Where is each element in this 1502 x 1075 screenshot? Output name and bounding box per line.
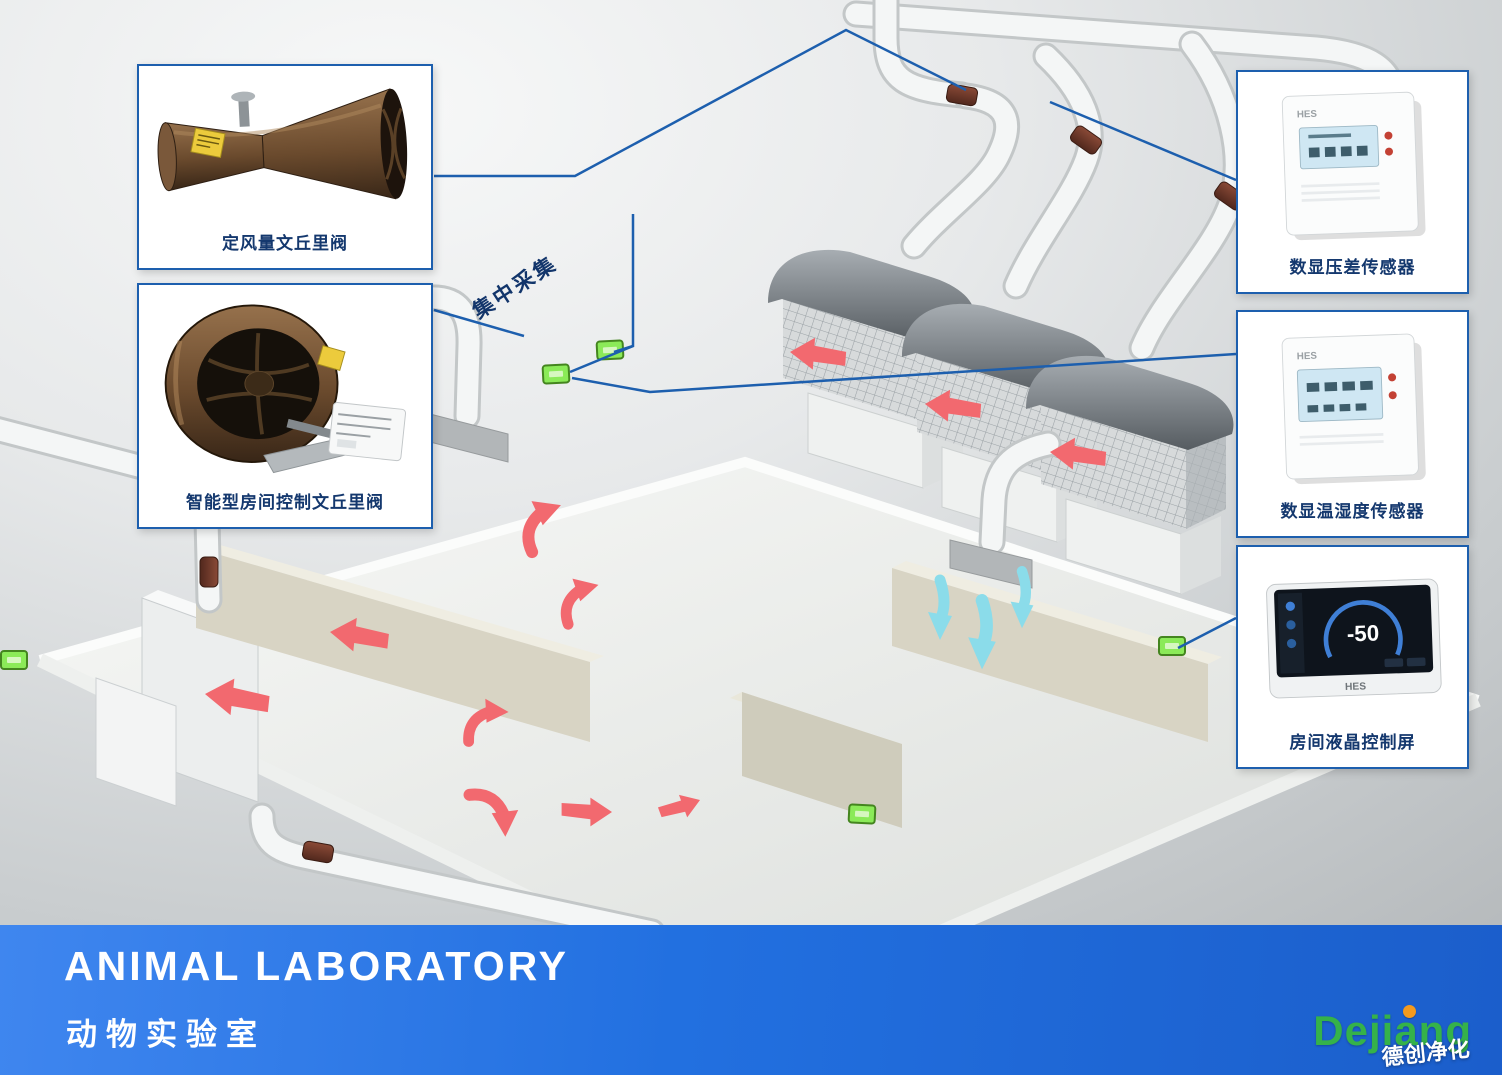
partition-wall-left [196,542,604,742]
callout-lcd-control-panel: -50 HES 房间液晶控制屏 [1236,545,1469,769]
diffuser-plate [949,539,1033,589]
animal-cage [1026,355,1234,595]
callout-label-lcd-panel: 房间液晶控制屏 [1289,733,1416,752]
brand-text: HES [1345,681,1367,693]
brand-logo: Dejiang 德创净化 [1313,1005,1472,1071]
title-banner: ANIMAL LABORATORY 动物实验室 [0,925,1502,1075]
callout-label-cav-valve: 定风量文丘里阀 [222,234,348,253]
pressure-sensor-image: HES [1281,91,1426,241]
temp-humidity-sensor-image: HES [1281,333,1426,485]
valve-controller-box [328,402,407,462]
partition-wall-right [892,561,1222,742]
banner-subtitle: 动物实验室 [66,1017,266,1052]
callout-pressure-sensor: HES 数显压差传感器 [1236,70,1469,294]
valve-label-tag [190,127,226,159]
callout-label-temp-humidity-sensor: 数显温湿度传感器 [1280,502,1425,521]
screen-value: -50 [1346,620,1379,646]
partition-wall-center [730,692,902,828]
brand-text: HES [1297,109,1318,121]
callout-temp-humidity-sensor: HES 数显温湿度传感器 [1236,310,1469,538]
callout-label-smart-valve: 智能型房间控制文丘里阀 [186,493,384,512]
logo-accent-dot-icon [1403,1005,1416,1018]
venturi-valve-image [157,88,408,200]
smart-valve-image [164,304,407,474]
valve-label-tag [317,345,346,371]
logo-brand-word: Dejiang [1313,1007,1472,1054]
callout-smart-venturi-valve: 智能型房间控制文丘里阀 [137,283,433,529]
duct-fittings [199,83,1246,864]
cage-roof [1026,355,1234,450]
lcd-panel-image: -50 HES [1266,578,1442,699]
callout-cav-venturi-valve: 定风量文丘里阀 [137,64,433,270]
callout-label-pressure-sensor: 数显压差传感器 [1289,258,1416,277]
logo-text: Dejiang [1313,1005,1472,1055]
brand-text: HES [1297,351,1318,363]
connector-lines [433,28,1237,650]
banner-title: ANIMAL LABORATORY [64,943,570,989]
